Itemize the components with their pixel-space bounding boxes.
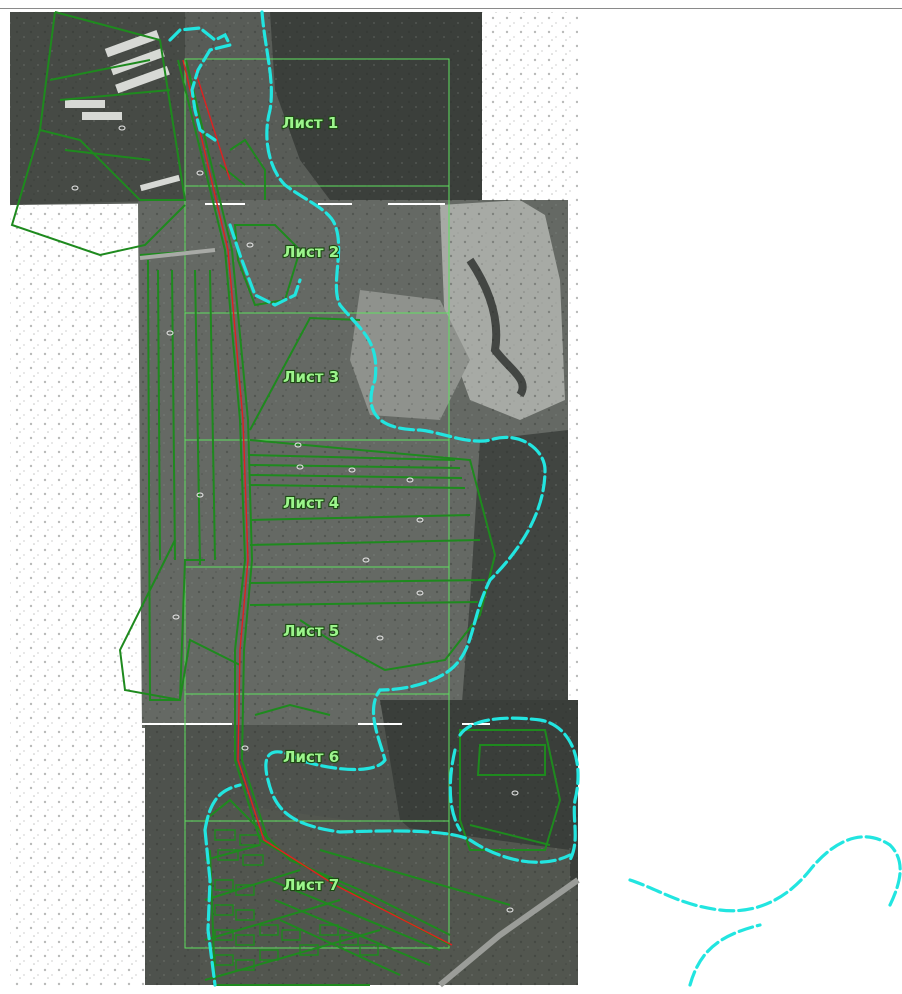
sheet-label-3: Лист 3 (283, 368, 339, 386)
sheet-label-4: Лист 4 (283, 494, 339, 512)
sheet-label-1: Лист 1 (282, 114, 338, 132)
connector-road (139, 248, 216, 260)
village-lots (214, 829, 379, 971)
sheet-label-7: Лист 7 (283, 876, 339, 894)
highway-south-east (438, 877, 580, 988)
aerial-imagery (10, 12, 578, 987)
sheet-labels: Лист 1 Лист 2 Лист 3 Лист 4 Лист 5 Лист … (281, 113, 340, 895)
sheet-label-6: Лист 6 (283, 748, 339, 766)
sheet-label-2: Лист 2 (283, 243, 339, 261)
water-channel (466, 257, 527, 398)
river-boundary (168, 10, 902, 987)
top-border-line (0, 8, 902, 9)
road-red (182, 59, 453, 946)
parcel-markers (71, 125, 519, 913)
tile-seams (142, 203, 490, 725)
sheet-label-5: Лист 5 (283, 622, 339, 640)
